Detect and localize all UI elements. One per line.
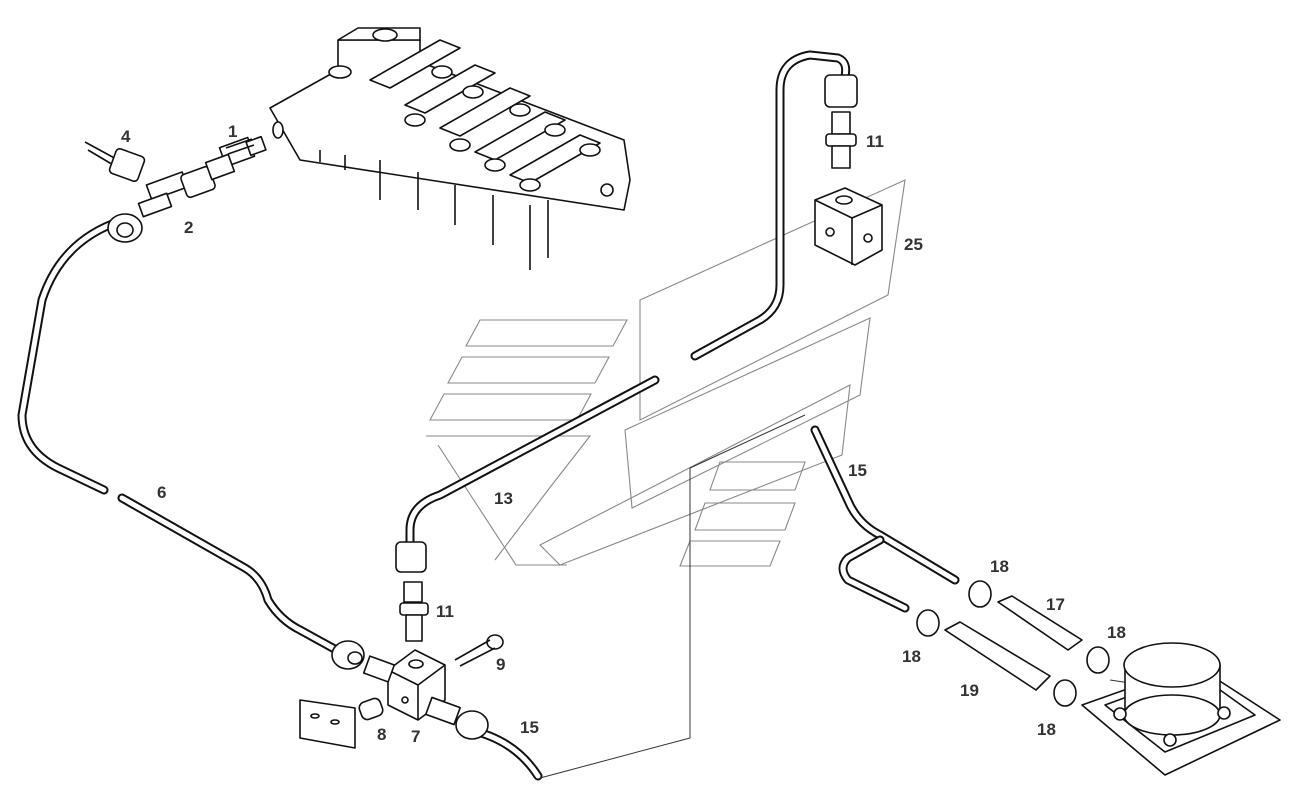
control-valve-block (269, 27, 631, 270)
pipe-15-upper (810, 425, 960, 613)
fitting-11-top (824, 74, 858, 169)
label-11-top: 11 (866, 132, 884, 151)
pipe-6-nut-top (107, 213, 143, 243)
label-17: 17 (1046, 595, 1065, 614)
tank-unit (1081, 642, 1281, 776)
clamp-18-d (1053, 679, 1077, 707)
label-15-lower: 15 (520, 718, 539, 737)
pipe-6 (17, 219, 345, 657)
label-19: 19 (960, 681, 979, 700)
label-13: 13 (494, 489, 513, 508)
bolt-9 (454, 634, 504, 667)
fitting-11-bottom (395, 541, 429, 642)
clamp-18-c (1086, 646, 1110, 674)
fitting-2-tee (137, 153, 236, 218)
label-11-bottom: 11 (436, 602, 454, 621)
label-18-d: 18 (1037, 720, 1056, 739)
label-4: 4 (121, 127, 131, 146)
label-15-upper: 15 (848, 461, 867, 480)
nut-6-bottom (331, 640, 365, 670)
plug-8 (358, 697, 384, 721)
label-8: 8 (377, 725, 386, 744)
label-18-a: 18 (990, 557, 1009, 576)
block-25 (814, 187, 883, 266)
label-18-c: 18 (1107, 623, 1126, 642)
fitting-4-nut (84, 141, 146, 183)
part-labels: 1 2 4 6 7 8 9 11 11 13 15 15 17 18 18 18… (121, 122, 1126, 746)
label-7: 7 (411, 727, 420, 746)
label-1: 1 (228, 122, 237, 141)
label-6: 6 (157, 483, 166, 502)
clamp-18-b (916, 609, 940, 637)
label-2: 2 (184, 218, 193, 237)
fitting-7-right (425, 696, 489, 740)
plate-8 (299, 699, 356, 749)
hose-17 (997, 595, 1083, 651)
label-18-b: 18 (902, 647, 921, 666)
clamp-18-a (968, 580, 992, 608)
label-25: 25 (904, 235, 923, 254)
label-9: 9 (496, 655, 505, 674)
fitting-7-left (362, 655, 396, 683)
hose-19 (944, 621, 1051, 691)
pipe-13 (405, 50, 851, 553)
